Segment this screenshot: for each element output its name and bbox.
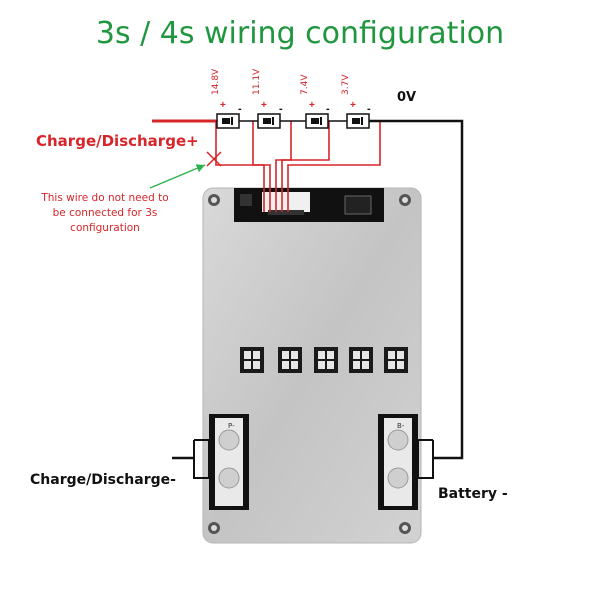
note-line-2: be connected for 3s xyxy=(52,207,158,219)
charge-discharge-plus-label: Charge/Discharge+ xyxy=(36,132,199,150)
mosfet-row xyxy=(240,347,408,373)
cell-chain xyxy=(216,113,380,129)
charge-discharge-minus-label: Charge/Discharge- xyxy=(30,472,176,488)
not-connected-x-icon xyxy=(206,151,222,167)
battery-negative-wire xyxy=(369,119,464,460)
cell-2-plus: + xyxy=(261,100,267,111)
cell-2-voltage: 11.1V xyxy=(252,68,262,95)
cell-4-minus: - xyxy=(367,103,371,115)
cell-labels: + - 14.8V + - 11.1V + - 7.4V + - 3.7V xyxy=(211,68,371,115)
cell-3-minus: - xyxy=(326,103,330,115)
b-pad-label: B- xyxy=(397,422,405,430)
balance-wires xyxy=(215,121,381,212)
cell-battery-1 xyxy=(216,113,240,129)
note-line-1: This wire do not need to xyxy=(41,192,169,204)
cell-1-voltage: 14.8V xyxy=(211,68,221,95)
cell-1-minus: - xyxy=(238,103,242,115)
cell-3-voltage: 7.4V xyxy=(300,74,310,95)
note-text: This wire do not need to be connected fo… xyxy=(20,191,190,236)
note-line-3: configuration xyxy=(70,222,140,234)
b-minus-pad: B- xyxy=(378,414,418,510)
p-pad-label: P- xyxy=(228,422,235,430)
cell-1-plus: + xyxy=(220,100,226,111)
cell-3-plus: + xyxy=(309,100,315,111)
zero-volt-label: 0V xyxy=(397,90,417,105)
bms-board: P- B- xyxy=(202,187,422,544)
charge-negative-loop xyxy=(193,439,210,479)
note-arrow xyxy=(149,164,206,189)
cell-4-voltage: 3.7V xyxy=(341,74,351,95)
p-minus-pad: P- xyxy=(209,414,249,510)
cell-battery-2 xyxy=(257,113,281,129)
battery-minus-label: Battery - xyxy=(438,486,508,502)
balance-connector xyxy=(234,188,384,222)
cell-2-minus: - xyxy=(279,103,283,115)
page-title: 3s / 4s wiring configuration xyxy=(95,16,505,51)
cell-battery-4 xyxy=(346,113,370,129)
cell-battery-3 xyxy=(305,113,329,129)
battery-negative-loop xyxy=(417,439,434,479)
cell-4-plus: + xyxy=(350,100,356,111)
